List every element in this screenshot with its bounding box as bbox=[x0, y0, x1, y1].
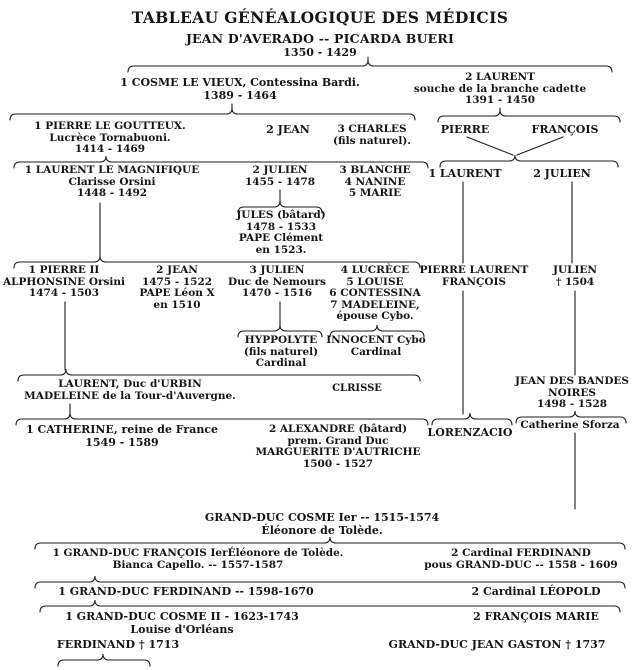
node-lorenzacio: LORENZACIO bbox=[427, 426, 513, 439]
node-laurent-urbin: LAURENT, Duc d'URBIN MADELEINE de la Tou… bbox=[24, 378, 236, 402]
node-ferdinand-1713: FERDINAND † 1713 bbox=[56, 638, 180, 651]
brace-connector bbox=[439, 154, 619, 168]
node-julien-nemours: 3 JULIEN Duc de Nemours 1470 - 1516 bbox=[228, 264, 326, 299]
brace-connector bbox=[57, 653, 151, 667]
node-hyppolyte: HYPPOLYTE (fils naturel) Cardinal bbox=[243, 334, 319, 369]
node-jean-pape-leon-x: 2 JEAN 1475 - 1522 PAPE Léon X en 1510 bbox=[139, 264, 215, 311]
node-francois-marie: 2 FRANÇOIS MARIE bbox=[473, 610, 599, 623]
node-charles: 3 CHARLES (fils naturel). bbox=[333, 123, 411, 147]
brace-connector bbox=[9, 107, 416, 121]
node-julien-1504: JULIEN † 1504 bbox=[552, 264, 598, 288]
node-root-dates: 1350 - 1429 bbox=[283, 46, 357, 59]
node-cardinal-leopold: 2 Cardinal LÉOPOLD bbox=[471, 585, 601, 598]
node-laurent-le-magnifique: 1 LAURENT LE MAGNIFIQUE Clarisse Orsini … bbox=[24, 164, 200, 199]
node-cosme-ii: 1 GRAND-DUC COSME II - 1623-1743 Louise … bbox=[65, 610, 299, 636]
node-julien-cadet-2: 2 JULIEN bbox=[533, 167, 591, 180]
node-cosme-le-vieux: 1 COSME LE VIEUX, Contessina Bardi. 1389… bbox=[120, 76, 360, 102]
node-julien: 2 JULIEN 1455 - 1478 bbox=[244, 164, 316, 188]
brace-connector bbox=[127, 59, 613, 73]
node-laurent-branche-cadette: 2 LAURENT souche de la branche cadette 1… bbox=[413, 71, 587, 106]
node-jean-gaston: GRAND-DUC JEAN GASTON † 1737 bbox=[388, 638, 606, 651]
node-catherine-sforza: Catherine Sforza bbox=[520, 419, 620, 431]
node-cosme-ier: GRAND-DUC COSME Ier -- 1515-1574 Éléonor… bbox=[204, 511, 440, 537]
node-pierre-cadet: PIERRE bbox=[440, 123, 490, 136]
brace-connector bbox=[431, 412, 513, 426]
node-ferdinand-i: 1 GRAND-DUC FERDINAND -- 1598-1670 bbox=[58, 585, 314, 598]
node-clrisse: CLRISSE bbox=[332, 383, 382, 394]
node-pierre-laurent-francois: PIERRE LAURENT FRANÇOIS bbox=[419, 264, 529, 288]
node-alexandre: 2 ALEXANDRE (bâtard) prem. Grand Duc MAR… bbox=[255, 423, 421, 470]
node-francois-ier: 1 GRAND-DUC FRANÇOIS IerÉléonore de Tolè… bbox=[52, 547, 344, 571]
node-laurent-cadet-2: 1 LAURENT bbox=[428, 167, 502, 180]
node-francois-cadet: FRANÇOIS bbox=[531, 123, 599, 136]
node-pierre-ii: 1 PIERRE II ALPHONSINE Orsini 1474 - 150… bbox=[2, 264, 126, 299]
descent-line bbox=[466, 136, 514, 156]
node-cardinal-ferdinand: 2 Cardinal FERDINAND pous GRAND-DUC -- 1… bbox=[424, 547, 618, 571]
node-catherine-de-france: 1 CATHERINE, reine de France 1549 - 1589 bbox=[25, 423, 219, 449]
node-jules-pape-clement: JULES (bâtard) 1478 - 1533 PAPE Clément … bbox=[236, 209, 326, 256]
descent-line bbox=[516, 136, 564, 156]
node-jean: 2 JEAN bbox=[266, 123, 310, 136]
node-blanche-nanine-marie: 3 BLANCHE 4 NANINE 5 MARIE bbox=[339, 164, 411, 199]
node-jean-bandes-noires: JEAN DES BANDES NOIRES 1498 - 1528 bbox=[514, 375, 630, 410]
node-jean-averado-picarda: JEAN D'AVERADO -- PICARDA BUERI bbox=[185, 31, 455, 46]
page-title: TABLEAU GÉNÉALOGIQUE DES MÉDICIS bbox=[131, 8, 509, 27]
node-pierre-le-goutteux: 1 PIERRE LE GOUTTEUX. Lucrèce Tornabuoni… bbox=[34, 120, 186, 155]
brace-connector bbox=[437, 109, 621, 123]
node-filles-lucrece-group: 4 LUCRÈCE 5 LOUISE 6 CONTESSINA 7 MADELE… bbox=[329, 264, 421, 322]
node-innocent-cybo: INNOCENT Cybo Cardinal bbox=[326, 334, 426, 358]
